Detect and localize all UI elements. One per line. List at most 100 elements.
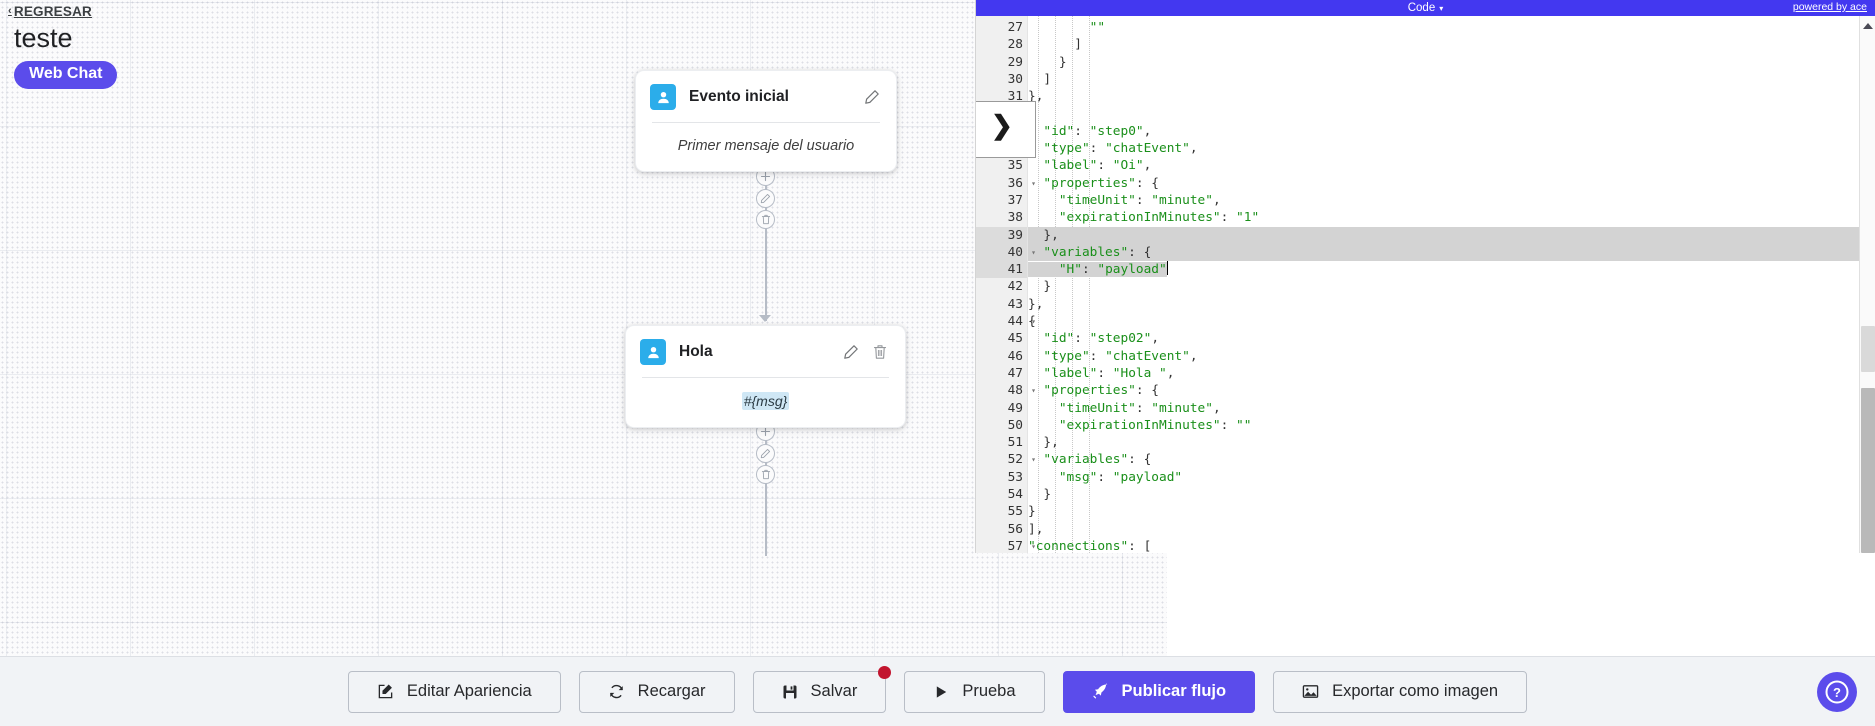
- code-line[interactable]: "timeUnit": "minute",: [1058, 400, 1221, 416]
- code-line[interactable]: {: [1028, 314, 1036, 330]
- line-number: 39: [976, 226, 1027, 244]
- code-line[interactable]: },: [1028, 435, 1059, 451]
- line-number: 31: [1007, 89, 1023, 105]
- line-number: 44▾: [1007, 314, 1036, 330]
- code-vertical-scrollbar[interactable]: [1859, 16, 1875, 553]
- code-fold-popup[interactable]: ❯: [976, 101, 1036, 158]
- user-icon: [640, 339, 666, 365]
- fold-toggle-icon[interactable]: ▾: [1031, 455, 1036, 465]
- code-line[interactable]: "H": "payload": [1028, 261, 1875, 278]
- line-number: 38: [1007, 210, 1023, 226]
- line-number: 29: [1007, 54, 1023, 70]
- flow-node-hola[interactable]: Hola #{msg}: [625, 325, 906, 428]
- svg-text:?: ?: [1833, 685, 1841, 700]
- line-number: 35: [1007, 158, 1023, 174]
- line-number: 28: [1007, 37, 1023, 53]
- fold-toggle-icon[interactable]: ▾: [1031, 247, 1036, 257]
- code-line[interactable]: "expirationInMinutes": "1": [1058, 210, 1260, 226]
- code-line[interactable]: {: [1028, 105, 1875, 122]
- toolbar-button-editar-apariencia[interactable]: Editar Apariencia: [347, 670, 561, 713]
- line-number: 37: [1007, 192, 1023, 208]
- code-editor-panel: Code ▾ powered by ace 272829303132▾33343…: [975, 0, 1875, 553]
- connector-delete-button-2[interactable]: [756, 465, 775, 484]
- code-line[interactable]: "type": "chatEvent",: [1043, 141, 1198, 157]
- node-divider: [642, 377, 889, 378]
- page-title: teste: [14, 23, 73, 53]
- fold-toggle-icon[interactable]: ▾: [1031, 386, 1036, 396]
- node-header: Hola: [626, 326, 905, 377]
- indent-guide: [1089, 16, 1090, 553]
- line-number: 36▾: [1007, 175, 1036, 191]
- connector-arrow-1: [759, 315, 771, 322]
- code-line[interactable]: "properties": {: [1043, 175, 1159, 191]
- code-line[interactable]: },: [1028, 89, 1044, 105]
- code-line[interactable]: },: [1028, 296, 1044, 312]
- code-line[interactable]: }: [1028, 487, 1052, 503]
- code-line[interactable]: ],: [1028, 521, 1044, 537]
- toolbar-button-label: Prueba: [962, 682, 1016, 700]
- toolbar-button-label: Recargar: [637, 682, 706, 700]
- powered-by-link[interactable]: powered by ace: [1792, 1, 1867, 13]
- channel-badge: Web Chat: [14, 61, 118, 89]
- code-line[interactable]: "": [1089, 20, 1106, 35]
- back-link[interactable]: ‹ REGRESAR: [8, 4, 92, 19]
- toolbar-button-publicar-flujo[interactable]: Publicar flujo: [1062, 670, 1256, 713]
- node-body: #{msg}: [626, 378, 905, 427]
- code-line[interactable]: },: [1028, 226, 1875, 244]
- code-line[interactable]: "label": "Hola ",: [1043, 365, 1175, 381]
- edit-icon[interactable]: [864, 89, 880, 106]
- delete-icon[interactable]: [873, 344, 889, 361]
- flow-canvas[interactable]: ‹ REGRESAR teste Web Chat: [0, 0, 1167, 656]
- flow-node-evento-inicial[interactable]: Evento inicial Primer mensaje del usuari…: [635, 70, 897, 172]
- fold-toggle-icon[interactable]: ▾: [1031, 317, 1036, 327]
- toolbar-button-salvar[interactable]: Salvar: [752, 665, 892, 713]
- line-number: 52▾: [1007, 452, 1036, 468]
- chevron-right-icon: ❯: [991, 110, 1013, 140]
- code-line[interactable]: "properties": {: [1043, 383, 1159, 399]
- code-line[interactable]: "expirationInMinutes": "": [1058, 417, 1252, 433]
- indent-guide: [1072, 16, 1073, 553]
- code-line[interactable]: }: [1028, 54, 1067, 70]
- toolbar-button-exportar-como-imagen[interactable]: Exportar como imagen: [1273, 670, 1528, 713]
- code-line[interactable]: "label": "Oi",: [1043, 158, 1152, 174]
- toolbar-button-recargar[interactable]: Recargar: [578, 670, 735, 713]
- scrollbar-thumb-upper[interactable]: [1861, 326, 1875, 372]
- rocket-icon: [1092, 683, 1109, 700]
- code-editor[interactable]: 272829303132▾33343536▾37383940▾41424344▾…: [976, 16, 1875, 553]
- code-line[interactable]: "id": "step02",: [1043, 331, 1160, 347]
- back-link-label: REGRESAR: [13, 4, 92, 19]
- indent-guide: [1038, 16, 1039, 553]
- toolbar-button-prueba[interactable]: Prueba: [904, 670, 1045, 713]
- connector-edit-button-2[interactable]: [756, 444, 775, 463]
- line-number: 49: [1007, 400, 1023, 416]
- unsaved-changes-badge: [878, 665, 892, 679]
- code-line[interactable]: "type": "chatEvent",: [1043, 348, 1198, 364]
- code-mode-selector[interactable]: Code ▾: [1408, 2, 1444, 14]
- code-line[interactable]: "connections": [: [1028, 538, 1152, 553]
- code-line[interactable]: }: [1028, 279, 1052, 295]
- line-number: 54: [1007, 487, 1023, 503]
- fold-toggle-icon[interactable]: ▾: [1031, 541, 1036, 551]
- code-line[interactable]: "variables": {: [1028, 243, 1875, 262]
- code-line[interactable]: "timeUnit": "minute",: [1058, 192, 1221, 208]
- code-mode-label: Code: [1407, 2, 1436, 14]
- connector-edit-button-1[interactable]: [756, 189, 775, 208]
- code-line[interactable]: }: [1028, 504, 1036, 520]
- edit-icon[interactable]: [843, 344, 859, 361]
- code-line[interactable]: "id": "step0",: [1043, 123, 1152, 139]
- node-title: Hola: [679, 343, 713, 360]
- fold-toggle-icon[interactable]: ▾: [1031, 178, 1036, 188]
- code-line[interactable]: ]: [1028, 71, 1052, 87]
- node-variable-chip: #{msg}: [741, 392, 790, 410]
- scrollbar-thumb[interactable]: [1861, 388, 1875, 553]
- code-line[interactable]: ]: [1028, 37, 1082, 53]
- code-line[interactable]: "variables": {: [1043, 452, 1152, 468]
- scroll-up-arrow-icon[interactable]: [1863, 23, 1873, 29]
- help-button[interactable]: ?: [1817, 672, 1857, 712]
- code-content-area[interactable]: "" ] } ]},{ "id": "step0", "type": "chat…: [1028, 16, 1875, 553]
- code-line[interactable]: "msg": "payload": [1058, 469, 1183, 485]
- line-number: 48▾: [1007, 383, 1036, 399]
- pencil-square-icon: [377, 683, 394, 700]
- connector-delete-button-1[interactable]: [756, 210, 775, 229]
